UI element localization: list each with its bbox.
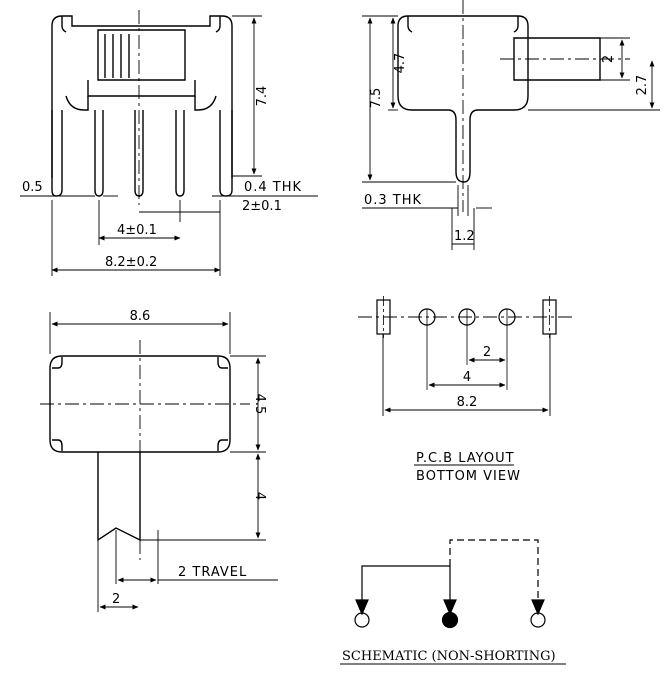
side-lever-width-label: 2 xyxy=(601,55,616,63)
top-lever-step-label: 2 xyxy=(112,592,120,607)
front-dimensions xyxy=(20,15,318,276)
side-view xyxy=(397,0,630,212)
top-body-outline xyxy=(49,355,231,453)
top-length-label: 8.6 xyxy=(130,309,151,324)
schematic-terminal-left xyxy=(354,612,370,628)
pcb-pitch-total-label: 8.2 xyxy=(457,395,478,410)
front-lead-left xyxy=(94,110,104,197)
top-view xyxy=(40,340,250,560)
side-body-outline xyxy=(397,15,529,183)
top-lever-length-label: 4 xyxy=(252,492,267,500)
schematic-title: SCHEMATIC (NON-SHORTING) xyxy=(342,649,556,664)
pcb-pitch-small-label: 2 xyxy=(483,345,491,360)
schematic-terminal-right xyxy=(530,612,546,628)
side-lead-thk-label: 0.3 THK xyxy=(364,193,422,208)
schematic xyxy=(354,539,546,629)
side-dimensions xyxy=(362,15,660,250)
schematic-dashed-contact xyxy=(449,539,539,607)
front-slider-base xyxy=(87,80,196,97)
pcb-pitch-mid-label: 4 xyxy=(463,370,471,385)
front-pitch-full-label: 4±0.1 xyxy=(117,223,157,238)
front-body-width-label: 8.2±0.2 xyxy=(105,255,157,270)
pcb-layout xyxy=(358,296,572,390)
side-lever-offset-label: 2.7 xyxy=(635,75,650,96)
pcb-title-line2: BOTTOM VIEW xyxy=(416,469,521,484)
pcb-dimensions xyxy=(382,334,551,416)
front-slider-cap xyxy=(97,29,186,81)
top-lever xyxy=(97,452,141,542)
schematic-terminal-common xyxy=(441,611,459,629)
pcb-title-line1: P.C.B LAYOUT xyxy=(416,451,515,466)
front-mount-right xyxy=(219,110,233,197)
side-lead-width-label: 1.2 xyxy=(454,229,475,244)
front-lead-thk-label: 0.4 THK xyxy=(244,180,302,195)
front-view xyxy=(51,10,233,205)
side-upper-height-label: 4.7 xyxy=(393,53,408,74)
side-total-height-label: 7.5 xyxy=(369,88,384,109)
top-dimensions xyxy=(49,312,278,612)
front-mount-left xyxy=(51,110,63,197)
schematic-solid-contact xyxy=(361,565,451,614)
front-body-outline xyxy=(51,15,233,178)
front-lead-width-label: 0.5 xyxy=(22,180,43,195)
top-travel-label: 2 TRAVEL xyxy=(178,565,247,580)
front-lead-right xyxy=(175,110,185,197)
front-pitch-half-label: 2±0.1 xyxy=(242,199,282,214)
front-height-label: 7.4 xyxy=(255,86,270,107)
top-width-label: 4.5 xyxy=(252,394,267,415)
